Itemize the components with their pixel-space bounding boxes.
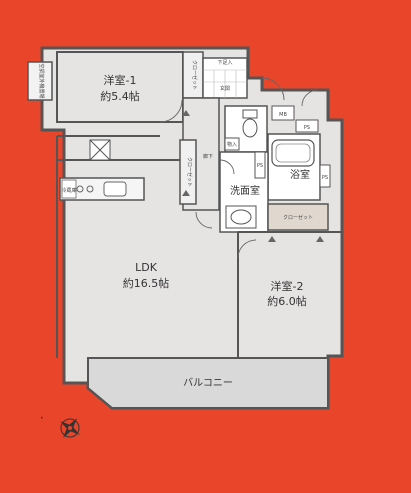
interior-walls	[56, 135, 342, 358]
bathtub-inner	[275, 143, 311, 163]
entrance-tiles	[203, 69, 247, 98]
aircon-unit-box	[27, 61, 53, 101]
aircon-label: 空調室外機置場	[38, 63, 45, 98]
western-room-2-size: 約6.0帖	[267, 294, 307, 308]
compass-icon	[60, 418, 80, 438]
sink-icon	[103, 181, 127, 197]
shoe-cabinet-label: 下足入	[217, 60, 232, 66]
western-room-1-area	[56, 51, 184, 123]
western-room-1-name: 洋室-1	[104, 73, 137, 87]
fridge-label: 冷蔵庫	[61, 187, 76, 194]
refrigerator-icon	[61, 179, 77, 199]
ps-label-2: PS	[322, 175, 328, 181]
closet-hall-label: クローゼット	[186, 157, 193, 187]
ldk-name: LDK	[135, 261, 158, 274]
entrance-label: 玄関	[220, 85, 230, 92]
closet-top-label: クローゼット	[191, 60, 198, 90]
stove-icon	[76, 185, 94, 193]
door-swings	[159, 77, 319, 259]
ps-box-1	[295, 119, 319, 133]
storage-label: 物入	[227, 141, 237, 148]
storage-box	[224, 137, 240, 151]
washroom-label: 洗面室	[230, 184, 260, 197]
ps-box-3	[254, 151, 266, 179]
bathtub-icon	[271, 139, 315, 167]
ps-label-3: PS	[257, 163, 263, 169]
balcony-label: バルコニー	[183, 377, 233, 389]
corridor-label: 廊下	[203, 153, 213, 160]
fixture-x-icon	[89, 139, 111, 161]
closet-w2-label: クローゼット	[283, 214, 313, 221]
closet-w2-area	[267, 203, 329, 231]
sliding-door-markers	[182, 110, 324, 242]
mb-label: MB	[279, 112, 287, 118]
ps-box-2	[319, 164, 331, 188]
balcony-area	[87, 357, 329, 409]
toilet-icon	[242, 109, 258, 138]
ps-label-1: PS	[304, 125, 310, 131]
ldk-size: 約16.5帖	[123, 276, 170, 290]
sink-basin-icon	[225, 205, 257, 229]
western-room-2-name: 洋室-2	[271, 279, 304, 293]
mb-box	[271, 105, 295, 121]
compass-n-mark: •	[40, 415, 44, 422]
bathroom-label: 浴室	[290, 168, 310, 181]
closet-hall-area	[179, 139, 197, 205]
western-room-1-size: 約5.4帖	[100, 89, 140, 103]
